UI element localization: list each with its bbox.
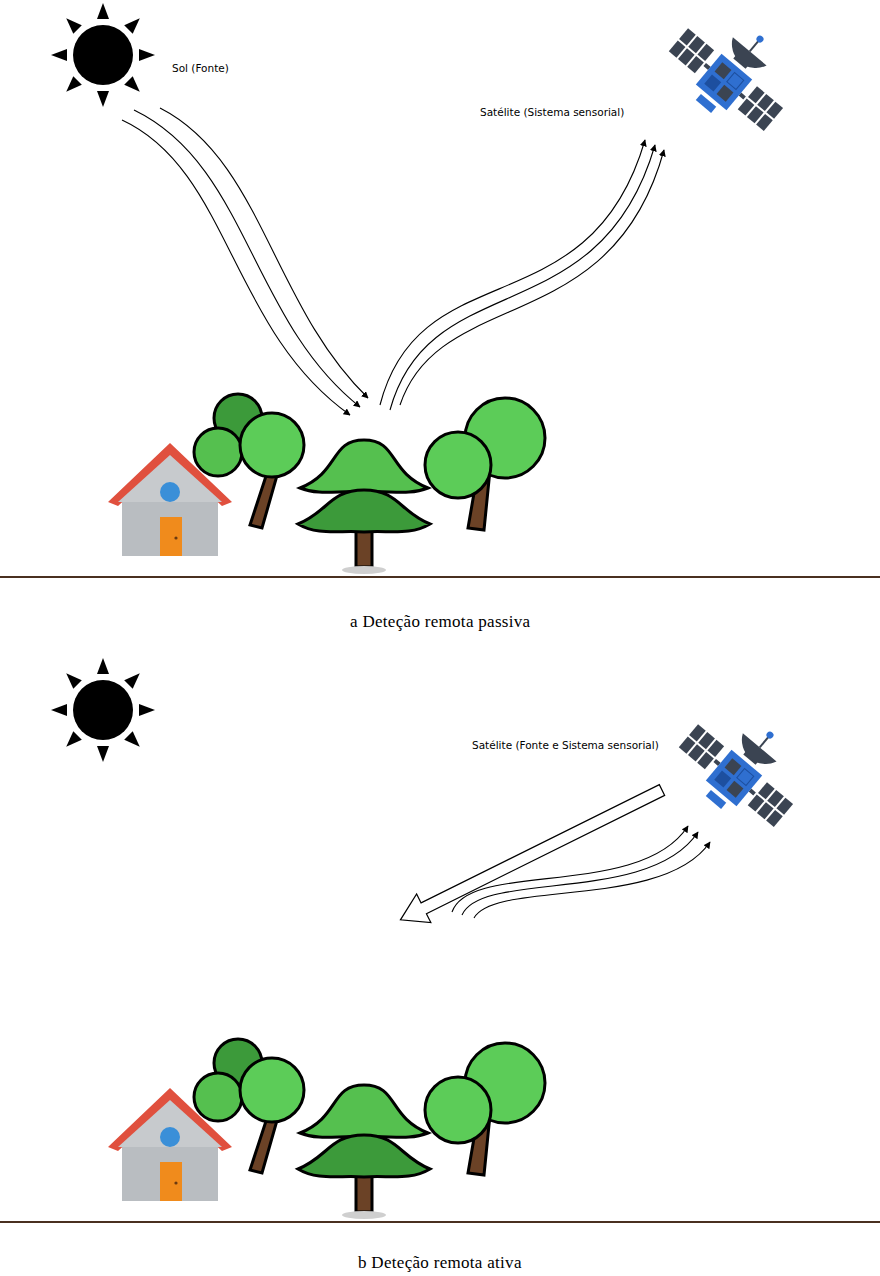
subfigure-caption: a Deteção remota passiva bbox=[350, 612, 530, 632]
sensor-label: Satélite (Sistema sensorial) bbox=[480, 106, 624, 118]
ground-scene bbox=[108, 394, 545, 574]
sun-symbol bbox=[29, 636, 176, 783]
backscattered-radiation bbox=[452, 826, 710, 918]
panel-b-active bbox=[0, 636, 880, 1222]
subfigure-caption: b Deteção remota ativa bbox=[358, 1253, 522, 1273]
incoming-radiation bbox=[122, 108, 368, 415]
ground-line bbox=[0, 1221, 880, 1223]
ground-scene bbox=[108, 1039, 545, 1219]
panel-a-passive bbox=[0, 0, 880, 577]
reflected-radiation bbox=[380, 140, 664, 410]
emitted-pulse-arrow bbox=[393, 776, 669, 934]
ground-line bbox=[0, 576, 880, 578]
sun-symbol bbox=[29, 0, 176, 129]
satellite-symbol bbox=[656, 0, 810, 146]
sensor-label: Satélite (Fonte e Sistema sensorial) bbox=[472, 739, 659, 751]
source-label: Sol (Fonte) bbox=[172, 62, 229, 74]
satellite-symbol bbox=[666, 693, 820, 843]
